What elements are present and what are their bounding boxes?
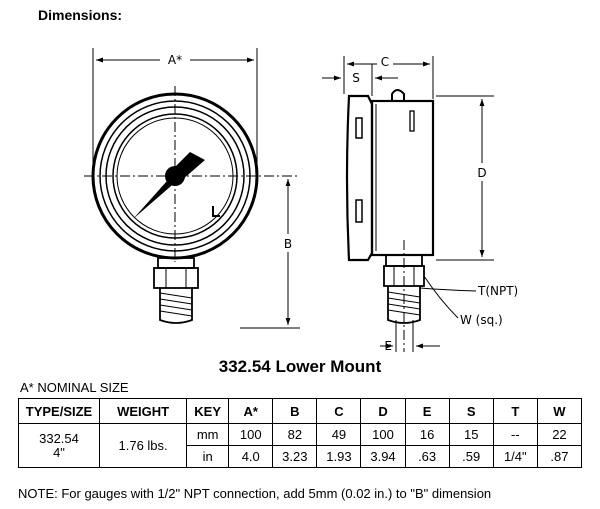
dimension-c <box>343 54 434 99</box>
key-cell: in <box>186 445 230 468</box>
table-row: in 4.0 3.23 1.93 3.94 .63 .59 1/4" .87 <box>19 445 583 468</box>
table-cell: .63 <box>404 445 450 468</box>
table-header-row: TYPE/SIZE WEIGHT KEY A* B C D E S T W <box>18 398 583 424</box>
type-size-model: 332.54 <box>39 430 79 446</box>
header-c: C <box>316 398 362 424</box>
dimension-e <box>380 320 440 352</box>
type-size-cell: 332.54 4" <box>18 423 100 468</box>
table-cell: .59 <box>448 445 494 468</box>
header-a: A* <box>228 398 274 424</box>
wrench-flat-leader <box>423 275 459 319</box>
header-d: D <box>360 398 406 424</box>
dimension-b <box>240 179 300 329</box>
dimension-e-label: E <box>384 339 392 353</box>
table-row: 332.54 4" 1.76 lbs. mm 100 82 49 100 16 … <box>18 423 583 468</box>
type-size-size: 4" <box>53 444 65 460</box>
weight-cell: 1.76 lbs. <box>98 423 188 468</box>
footnote: NOTE: For gauges with 1/2" NPT connectio… <box>18 486 492 501</box>
table-cell: 1.93 <box>316 445 362 468</box>
wrench-flat-label: W (sq.) <box>460 313 503 327</box>
table-cell: 3.23 <box>272 445 318 468</box>
table-cell: -- <box>492 423 538 446</box>
dimension-c-label: C <box>381 55 389 69</box>
table-cell: 1/4" <box>492 445 538 468</box>
table-cell: 16 <box>404 423 450 446</box>
dimension-a-label: A* <box>168 53 182 67</box>
key-cell: mm <box>186 423 230 446</box>
table-cell: 49 <box>316 423 362 446</box>
table-cell: 82 <box>272 423 318 446</box>
table-cell: 22 <box>536 423 583 446</box>
header-t: T <box>492 398 538 424</box>
nominal-size-note: A* NOMINAL SIZE <box>20 380 129 395</box>
header-key: KEY <box>186 398 230 424</box>
header-e: E <box>404 398 450 424</box>
header-w: W <box>536 398 583 424</box>
dimension-b-label: B <box>284 237 292 251</box>
table-cell: 15 <box>448 423 494 446</box>
dimensions-table: TYPE/SIZE WEIGHT KEY A* B C D E S T W 33… <box>18 398 583 468</box>
header-type-size: TYPE/SIZE <box>18 398 100 424</box>
table-cell: 100 <box>360 423 406 446</box>
table-cell: 100 <box>228 423 274 446</box>
table-cell: .87 <box>536 445 583 468</box>
table-cell: 4.0 <box>228 445 274 468</box>
model-caption: 332.54 Lower Mount <box>218 357 382 376</box>
dimension-s <box>322 64 398 96</box>
header-s: S <box>448 398 494 424</box>
dimension-s-label: S <box>352 71 360 85</box>
header-b: B <box>272 398 318 424</box>
thread-label: T(NPT) <box>477 284 518 298</box>
thread-leader <box>419 287 477 292</box>
table-cell: 3.94 <box>360 445 406 468</box>
header-weight: WEIGHT <box>98 398 188 424</box>
section-heading: Dimensions: <box>38 7 123 23</box>
dimension-d <box>436 95 494 261</box>
dimension-a <box>92 48 258 168</box>
gauge-dimension-drawing: A* B S <box>84 48 518 353</box>
dimension-d-label: D <box>477 166 486 180</box>
